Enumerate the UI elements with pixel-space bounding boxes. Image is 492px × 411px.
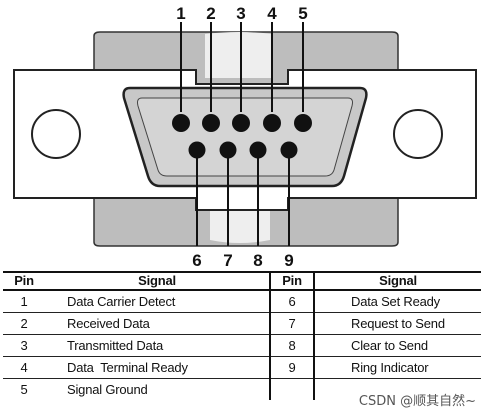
pin-cell: 7 [269, 312, 314, 335]
pin-cell: 3 [3, 334, 45, 357]
signal-cell: Data Terminal Ready [45, 356, 270, 379]
pin-cell: 1 [3, 290, 45, 313]
pinout-table: Pin Signal Pin Signal 1 Data Carrier Det… [3, 271, 481, 400]
pin-contacts [172, 114, 312, 159]
header-pin-2: Pin [269, 272, 314, 291]
header-signal: Signal [45, 272, 270, 291]
pin-contact-5 [294, 114, 312, 132]
pin-cell: 4 [3, 356, 45, 379]
right-mounting-hole [393, 109, 443, 159]
signal-cell: Signal Ground [67, 381, 148, 397]
header-pin: Pin [3, 272, 45, 291]
watermark: CSDN @顺其自然~ [356, 390, 478, 409]
pin-cell: 2 [3, 312, 45, 335]
signal-cell: Request to Send [313, 312, 481, 335]
pin-number-9: 9 [284, 251, 293, 270]
pin-number-2: 2 [206, 4, 215, 23]
pin-cell: 6 [269, 290, 314, 313]
signal-cell: Data Set Ready [313, 290, 481, 313]
signal-cell: Ring Indicator [313, 356, 481, 379]
header-signal-2: Signal [313, 272, 481, 291]
pin-contact-1 [172, 114, 190, 132]
pin-contact-4 [263, 114, 281, 132]
pin-cell [269, 378, 314, 400]
d-sub-insert [137, 97, 353, 177]
table-row: 3 Transmitted Data 8 Clear to Send [3, 334, 481, 357]
signal-cell: Data Carrier Detect [45, 290, 270, 313]
pin-number-6: 6 [192, 251, 201, 270]
signal-cell: Received Data [45, 312, 270, 335]
pin-contact-7 [219, 141, 237, 159]
pin-leader-lines [180, 22, 304, 246]
left-mounting-hole [31, 109, 81, 159]
pin-contact-9 [280, 141, 298, 159]
pin-contact-8 [249, 141, 267, 159]
pin-cell: 9 [269, 356, 314, 379]
table-header-row: Pin Signal Pin Signal [3, 272, 481, 291]
pin-number-7: 7 [223, 251, 232, 270]
signal-cell: Transmitted Data [45, 334, 270, 357]
db9-connector-diagram: 1 2 3 4 5 6 7 8 9 [13, 4, 477, 270]
signal-cell: Clear to Send [313, 334, 481, 357]
table-row: 1 Data Carrier Detect 6 Data Set Ready [3, 290, 481, 313]
pin-number-8: 8 [253, 251, 262, 270]
pin-number-5: 5 [298, 4, 307, 23]
pin-cell: 8 [269, 334, 314, 357]
table-row: 4 Data Terminal Ready 9 Ring Indicator [3, 356, 481, 379]
pin-number-3: 3 [236, 4, 245, 23]
table-row: 2 Received Data 7 Request to Send [3, 312, 481, 335]
pin-number-1: 1 [176, 4, 185, 23]
shell-highlight-top [205, 32, 272, 78]
pin-contact-2 [202, 114, 220, 132]
pin-contact-3 [232, 114, 250, 132]
pin-contact-6 [188, 141, 206, 159]
pin-cell: 5 [20, 381, 28, 397]
pin-number-4: 4 [267, 4, 277, 23]
